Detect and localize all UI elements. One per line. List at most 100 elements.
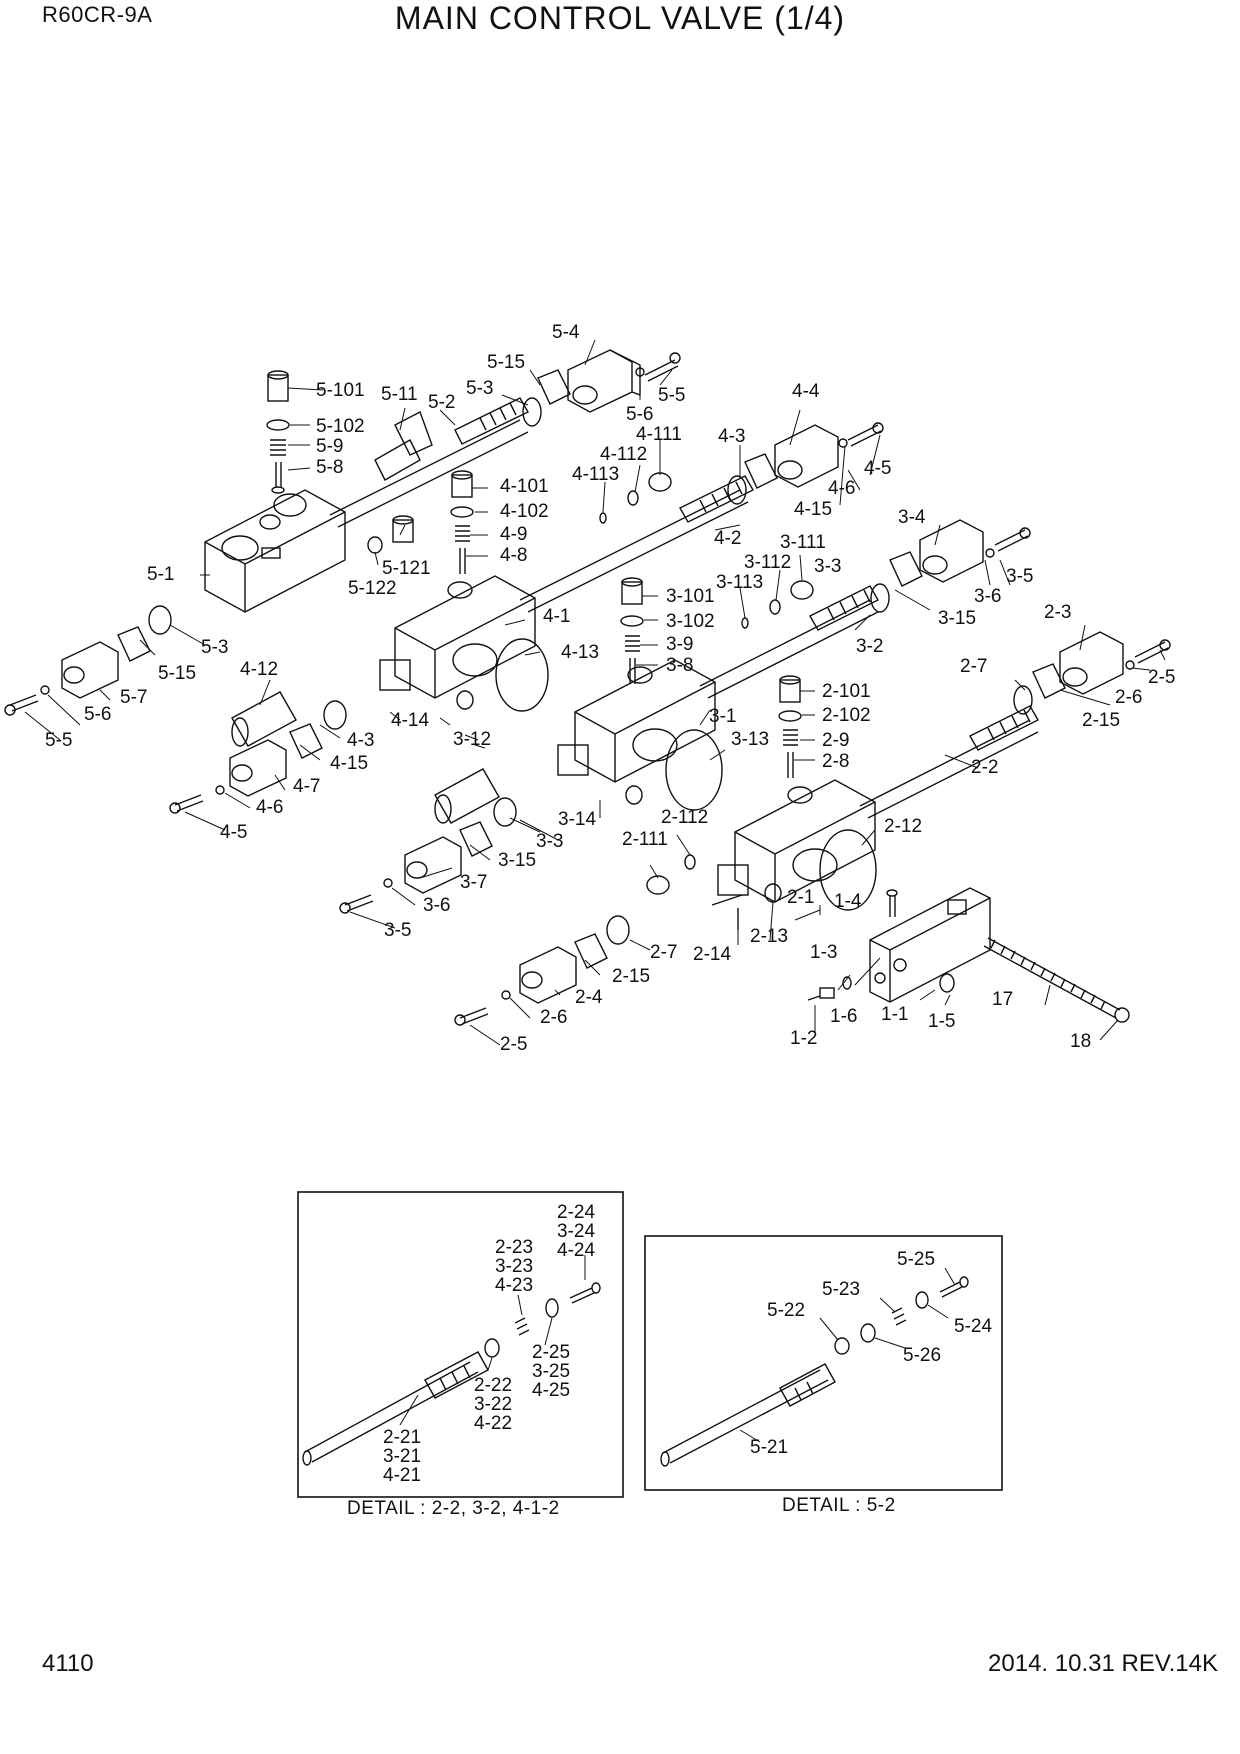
washer-5-6b [40,685,50,695]
washer-4-6b [215,785,225,795]
label-18: 18 [1070,1031,1091,1052]
o-ring-3-113 [741,617,749,629]
label-1-5: 1-5 [928,1011,955,1032]
detail-caption-2: DETAIL : 5-2 [782,1495,896,1516]
label-3-8: 3-8 [666,655,693,676]
washer-4-6a [838,438,848,448]
bolt-5-5a [644,352,681,382]
label-3-14: 3-14 [558,809,596,830]
o-ring-2-7b [606,915,630,945]
poppet-5-8 [271,462,285,494]
label-17: 17 [992,989,1013,1010]
check-4-12 [231,691,297,747]
plug-3-101 [621,577,643,605]
detail1-labels: 2-24 3-24 4-24 2-23 3-23 4-23 2-25 3-25 … [383,1202,595,1486]
valve-block-5-1 [204,489,346,613]
gasket-4-15b [289,723,323,759]
label-2-5: 2-5 [1148,667,1175,688]
o-ring-1-5 [939,973,955,993]
label-3-113: 3-113 [716,572,763,593]
label-3-3: 3-3 [814,556,841,577]
detail-caption-1: DETAIL : 2-2, 3-2, 4-1-2 [347,1498,560,1519]
detail2-spring-23 [891,1307,907,1326]
label-3-15b: 3-15 [498,850,536,871]
callout-labels: 5-4 5-15 5-3 5-101 5-11 5-2 5-102 5-9 5-… [45,322,1175,1486]
spool-2-2 [859,705,1039,819]
label-4-3b: 4-3 [347,730,374,751]
label-5-122: 5-122 [348,578,397,599]
label-2-112: 2-112 [661,807,708,828]
label-2-15: 2-15 [1082,710,1120,731]
label-5-15b: 5-15 [158,663,196,684]
detail-washer-25 [545,1298,559,1318]
d2-label-25: 5-25 [897,1249,935,1270]
detail2-washer-22 [834,1337,850,1355]
detail-spool-1 [302,1351,489,1466]
label-4-15b: 4-15 [330,753,368,774]
o-ring-3-13 [665,729,723,811]
o-ring-2-7a [1013,685,1033,715]
check-3-12 [434,768,500,824]
gasket-3-15a [889,551,923,587]
label-4-2: 4-2 [714,528,741,549]
label-4-1: 4-1 [543,606,570,627]
label-2-9: 2-9 [822,730,849,751]
label-4-13: 4-13 [561,642,599,663]
bolt-4-5b [169,794,204,814]
label-5-1: 5-1 [147,564,174,585]
detail2-washer-24 [915,1291,929,1309]
d1-label-25c: 4-25 [532,1380,570,1401]
label-4-14: 4-14 [391,710,429,731]
o-ring-4-13 [495,638,549,712]
label-3-15: 3-15 [938,608,976,629]
cap-5-7 [61,641,119,699]
page-number: 4110 [42,1650,94,1677]
label-5-3b: 5-3 [201,637,228,658]
detail-box-2 [644,1235,1003,1491]
cap-4-7 [229,739,287,797]
d1-label-25b: 3-25 [532,1361,570,1382]
label-5-6b: 5-6 [84,704,111,725]
label-4-9: 4-9 [500,524,527,545]
d1-label-22a: 2-22 [474,1375,512,1396]
poppet-3-8 [629,658,636,684]
label-4-112: 4-112 [600,444,647,465]
label-2-14: 2-14 [693,944,731,965]
spring-3-9 [625,635,640,652]
label-4-15: 4-15 [794,499,832,520]
detail2-ring-26 [860,1323,876,1343]
spring-4-9 [455,525,470,542]
bolt-5-5b [4,694,39,716]
detail-spool-2 [660,1363,836,1467]
label-1-1: 1-1 [881,1004,908,1025]
label-2-15b: 2-15 [612,966,650,987]
page-title: MAIN CONTROL VALVE (1/4) [394,0,846,36]
valve-block-4-1 [379,575,536,699]
label-3-112: 3-112 [744,552,791,573]
label-2-101: 2-101 [822,681,871,702]
label-1-4: 1-4 [834,891,862,912]
valve-block-2-1 [717,779,876,903]
label-2-13: 2-13 [750,926,788,947]
label-5-15: 5-15 [487,352,525,373]
label-5-5b: 5-5 [45,730,72,751]
sleeve-5-11 [374,411,433,481]
poppet-2-8 [787,752,794,778]
screw-2-14 [711,894,743,930]
nut-18 [1114,1007,1130,1023]
spring-5-9 [270,439,286,456]
d1-label-22c: 4-22 [474,1413,512,1434]
washer-3-6a [985,548,995,558]
label-3-2: 3-2 [856,636,883,657]
label-2-1: 2-1 [787,887,814,908]
label-5-4: 5-4 [552,322,580,343]
bolt-2-5b [454,1007,489,1026]
label-3-111: 3-111 [780,532,826,553]
o-ring-4-102 [450,506,474,518]
plug-2-111 [646,875,670,895]
label-2-2: 2-2 [971,757,998,778]
label-5-2: 5-2 [428,392,455,413]
o-ring-3-14 [625,785,643,805]
o-ring-2-13 [764,883,782,903]
revision-date: 2014. 10.31 REV.14K [988,1650,1218,1677]
